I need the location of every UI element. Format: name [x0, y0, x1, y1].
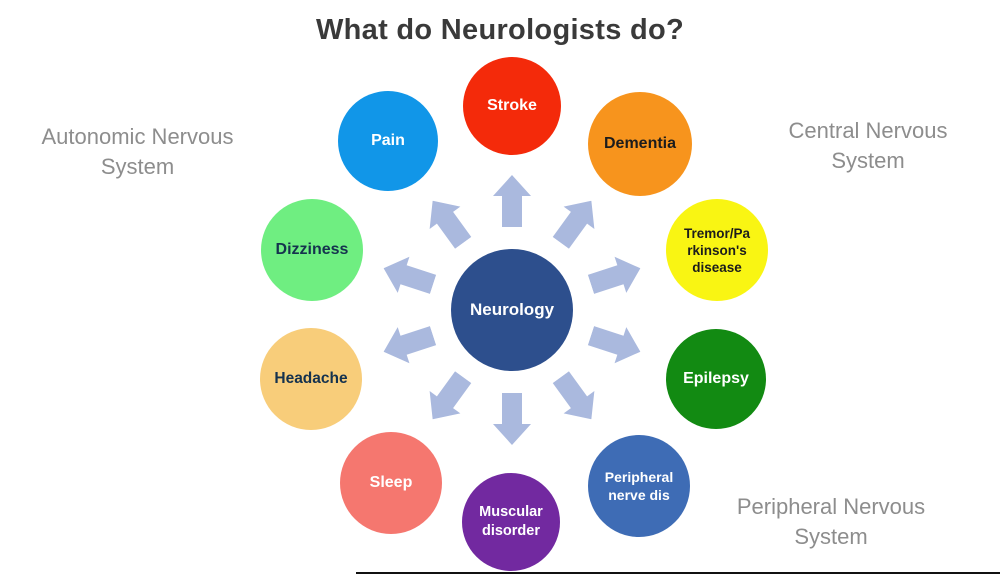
radial-arrow-down — [492, 393, 532, 445]
radial-arrow — [377, 317, 439, 371]
node-epilepsy: Epilepsy — [666, 329, 766, 429]
node-label: Neurology — [469, 300, 555, 319]
group-label-line: System — [100, 154, 175, 179]
group-label-line: Autonomic Nervous — [41, 124, 234, 149]
radial-arrow — [416, 189, 479, 255]
radial-arrow — [377, 249, 439, 303]
node-label: Headache — [274, 370, 348, 387]
node-label: Peripheral nerve dis — [604, 469, 674, 503]
group-label-autonomic-nervous-system: Autonomic Nervous System — [15, 122, 260, 182]
node-peripheral-nerve-dis: Peripheral nerve dis — [588, 435, 690, 537]
node-pain: Pain — [338, 91, 438, 191]
radial-arrow — [545, 189, 608, 255]
node-label: Stroke — [487, 97, 537, 114]
node-dizziness: Dizziness — [261, 199, 363, 301]
radial-arrow — [545, 365, 608, 431]
node-label: Muscular disorder — [479, 504, 543, 539]
node-label: Sleep — [369, 474, 413, 491]
node-label: Dizziness — [275, 241, 349, 258]
node-label: Dementia — [603, 135, 677, 152]
group-label-line: Central Nervous — [788, 118, 948, 143]
group-label-central-nervous-system: Central Nervous System — [750, 116, 986, 176]
group-label-line: Peripheral Nervous — [736, 494, 926, 519]
node-label: Epilepsy — [683, 370, 749, 387]
node-dementia: Dementia — [588, 92, 692, 196]
diagram-title: What do Neurologists do? — [315, 14, 685, 46]
group-label-line: System — [831, 148, 905, 173]
node-tremor-parkinsons-disease: Tremor/Pa rkinson's disease — [666, 199, 768, 301]
radial-arrow — [585, 249, 647, 303]
node-label: Tremor/Pa rkinson's disease — [683, 225, 751, 275]
group-label-line: System — [794, 524, 868, 549]
node-stroke: Stroke — [463, 57, 561, 155]
radial-arrow — [416, 365, 479, 431]
bottom-border-line — [356, 572, 1000, 574]
group-label-peripheral-nervous-system: Peripheral Nervous System — [705, 492, 957, 552]
node-label: Pain — [371, 132, 405, 149]
node-neurology: Neurology — [451, 249, 573, 371]
radial-arrow-up — [492, 175, 532, 227]
node-sleep: Sleep — [340, 432, 442, 534]
node-headache: Headache — [260, 328, 362, 430]
node-muscular-disorder: Muscular disorder — [462, 473, 560, 571]
radial-arrow — [585, 317, 647, 371]
